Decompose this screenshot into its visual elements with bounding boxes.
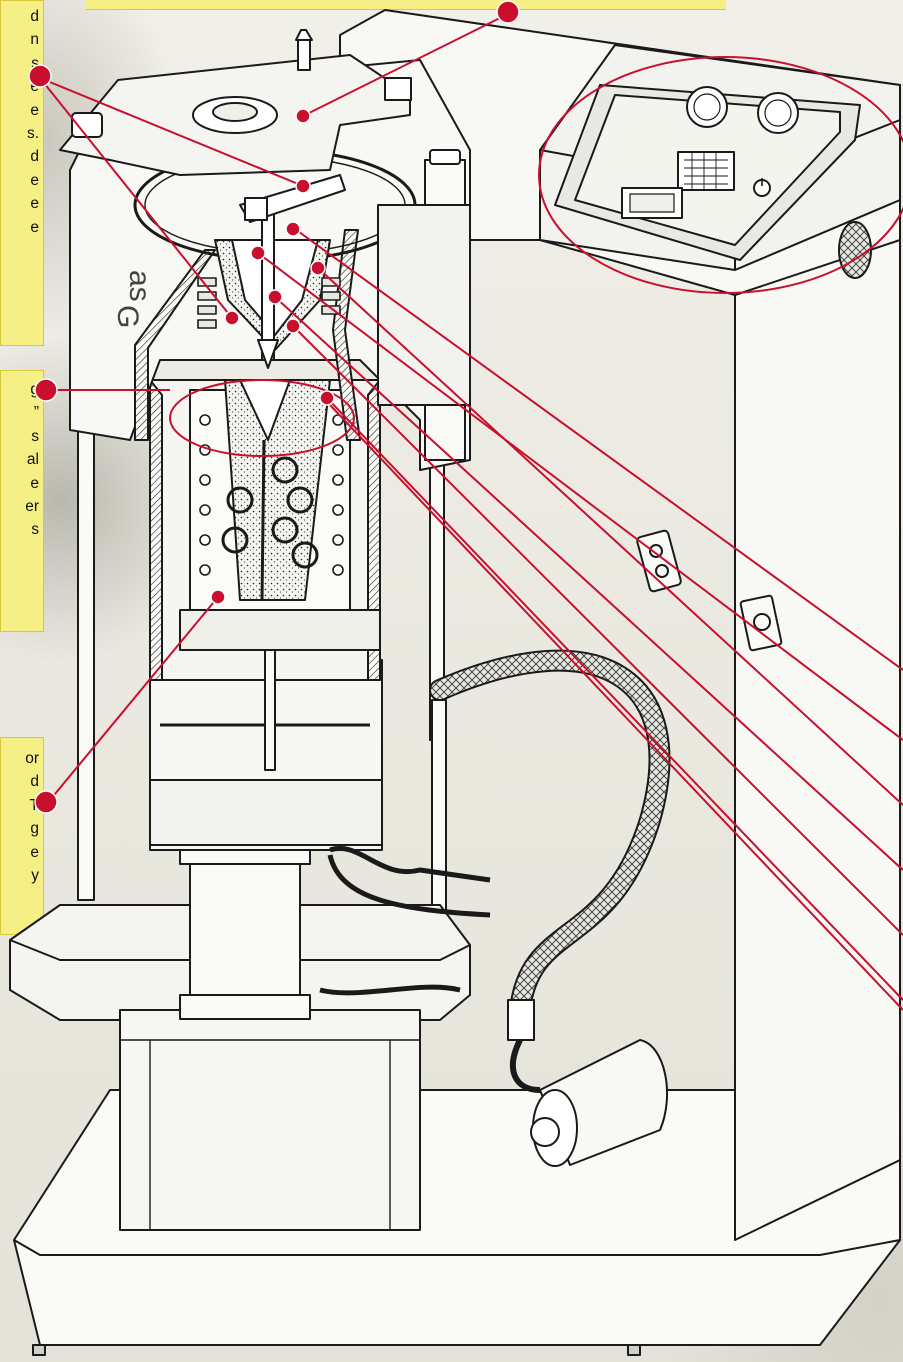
callout-lower-line: d [30, 773, 39, 791]
callout-middle: g ” s al e er s [0, 370, 44, 632]
filter-cap-icon [530, 1117, 560, 1147]
leader-dot [295, 108, 311, 124]
top-callout-strip [86, 0, 726, 10]
stopper-rod [261, 209, 275, 361]
callout-upper-line: e [30, 171, 39, 189]
callout-middle-line: e [30, 474, 39, 492]
leader-dot [224, 310, 240, 326]
machine-drawing: as G [9, 9, 901, 1356]
cabinet-switch [636, 529, 682, 593]
lower-pedestal [119, 1009, 421, 1231]
hydraulic-lines [319, 845, 491, 996]
callout-lower-line: e [30, 843, 39, 861]
callout-middle-line: ” [33, 404, 39, 422]
callout-middle-line: s [31, 521, 39, 539]
callout-lower-line: T [29, 796, 39, 814]
highlight-ring [169, 379, 355, 457]
callout-upper-line: n [30, 31, 39, 49]
base-foot [32, 1344, 46, 1356]
leader-dot [250, 245, 266, 261]
leader-dot [210, 589, 226, 605]
leader-dot [295, 178, 311, 194]
callout-middle-line: s [31, 427, 39, 445]
machine-logo: G [111, 305, 144, 328]
callout-upper-line: e [30, 101, 39, 119]
leader-dot [310, 260, 326, 276]
chamber-wall-section [149, 379, 163, 681]
leader-lines [39, 13, 903, 1011]
callout-upper-line: e [30, 218, 39, 236]
pressure-gauge [757, 92, 799, 134]
callout-middle-line: al [26, 451, 39, 469]
leader-dot [267, 289, 283, 305]
callout-upper-line: e [30, 195, 39, 213]
base-foot [627, 1344, 641, 1356]
leader-dot [319, 390, 335, 406]
machine-logo: as [123, 270, 156, 302]
pressure-gauge [686, 86, 728, 128]
vent-grille-icon [838, 221, 872, 279]
callout-lower: or d T g e y [0, 737, 44, 935]
callout-upper-line: d [30, 8, 39, 25]
leader-dot [285, 318, 301, 334]
support-column [77, 379, 95, 901]
leader-dot [285, 221, 301, 237]
hydraulic-cylinder [189, 849, 301, 1011]
callout-lower-line: g [30, 820, 39, 838]
callout-lower-line: y [31, 867, 39, 885]
callout-middle-line: er [25, 498, 39, 516]
callout-lower-line: or [25, 750, 39, 767]
wax-patterns [221, 456, 319, 569]
callout-upper-line: s [31, 54, 39, 72]
highlight-ring [538, 56, 903, 294]
leader-dots [28, 0, 520, 814]
lid-handle [297, 39, 311, 71]
callout-upper-line: s. [26, 125, 39, 143]
callout-upper-line: d [30, 148, 39, 166]
callout-upper: d n s e e s. d e e e [0, 0, 44, 346]
hood-wall-section [134, 249, 216, 441]
callout-upper-line: e [30, 78, 39, 96]
leader-dot [28, 64, 52, 88]
leader-dot [496, 0, 520, 24]
leader-dot [34, 790, 58, 814]
induction-coil [197, 277, 341, 329]
leader-dot [34, 378, 58, 402]
